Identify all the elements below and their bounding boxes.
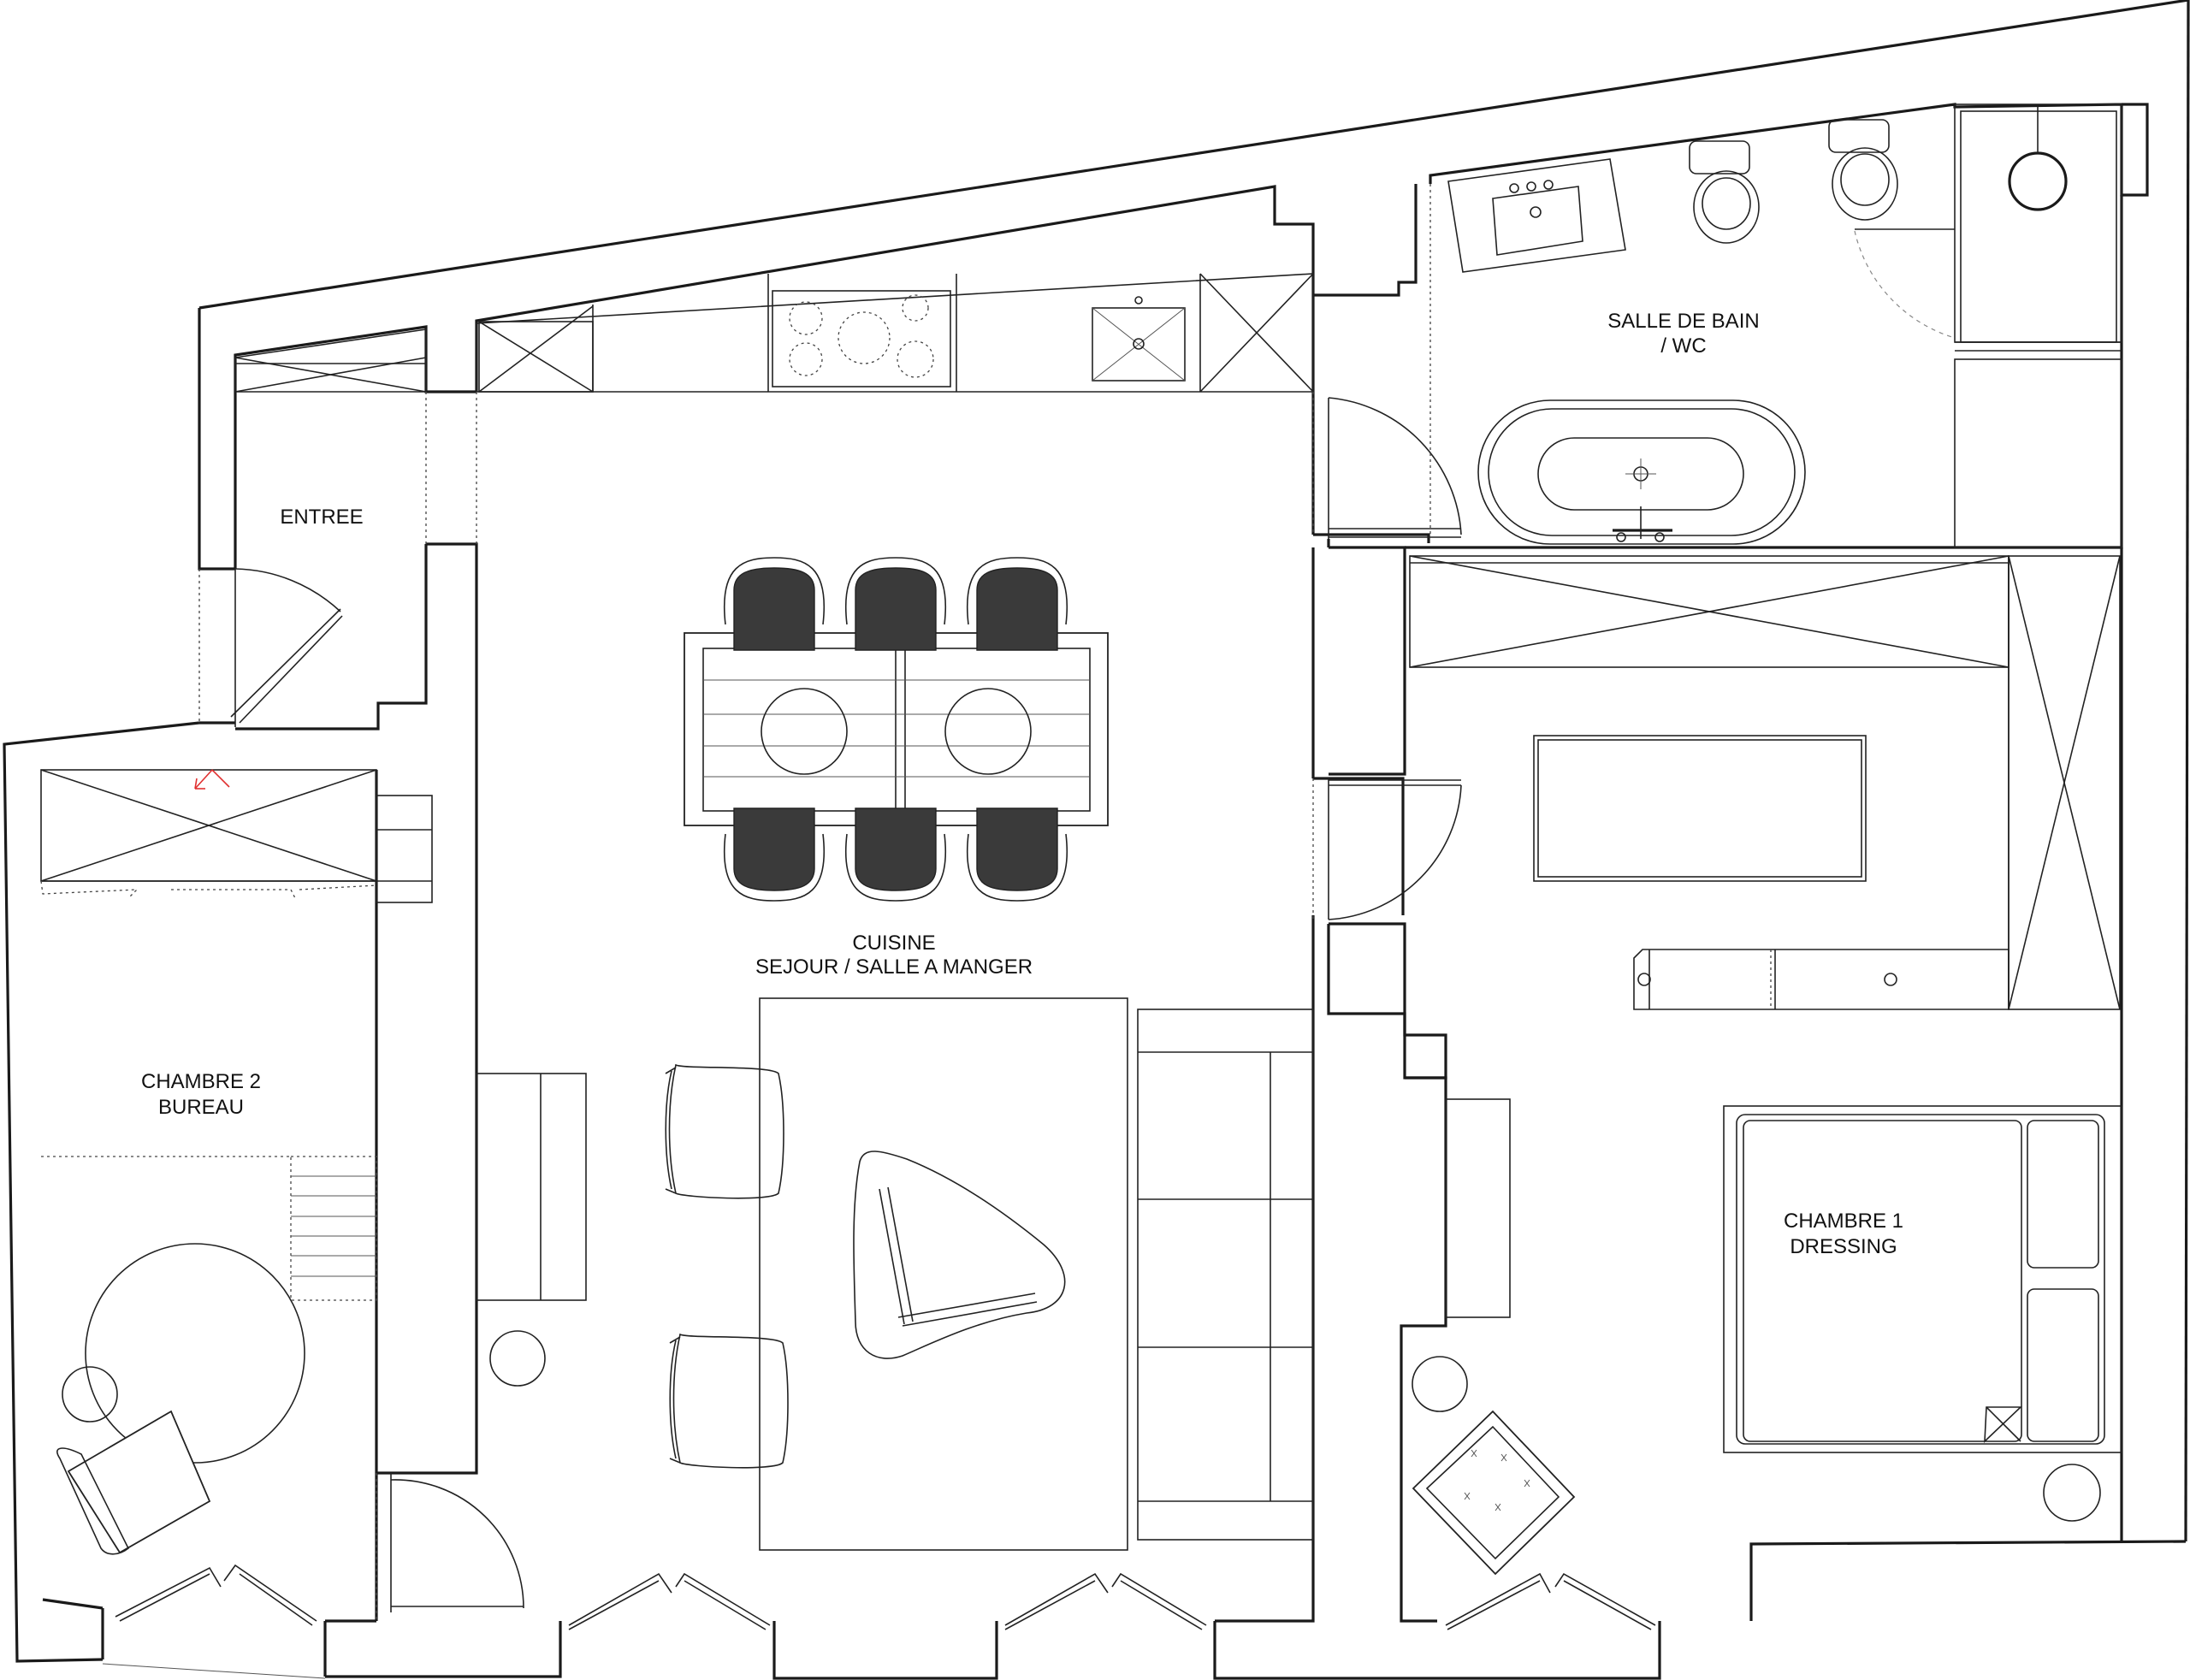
- exterior-walls: [3, 0, 2190, 1680]
- label-salle-de-bain: SALLE DE BAIN: [1607, 310, 1759, 333]
- label-sejour: SEJOUR / SALLE A MANGER: [755, 955, 1033, 979]
- armchair-icon: [1412, 1410, 1576, 1576]
- rug: [759, 997, 1128, 1551]
- label-entree: ENTREE: [280, 506, 363, 529]
- label-wc: / WC: [1660, 334, 1706, 358]
- dining-table: [684, 632, 1109, 826]
- chair-icon: [966, 557, 1068, 651]
- lounge-chair-icon: [56, 1410, 211, 1555]
- windows: [115, 1564, 1656, 1630]
- bath-door: [1312, 397, 1462, 539]
- chambre2-furniture: [40, 769, 433, 1555]
- armchair-icon: [665, 1063, 784, 1199]
- toilet-icon: [1689, 140, 1760, 244]
- sofa-icon: [1137, 1009, 1314, 1541]
- entree-closet: [234, 328, 427, 393]
- kitchen-counter: [425, 273, 1314, 544]
- chair-icon: [966, 807, 1068, 902]
- kitchen-sink-icon: [1092, 296, 1186, 382]
- bathroom-fixtures: [1429, 104, 2122, 548]
- cooktop-icon: [772, 290, 951, 387]
- armchair-icon: [669, 1333, 789, 1469]
- label-bureau: BUREAU: [158, 1096, 244, 1119]
- coffee-table: [853, 1151, 1066, 1359]
- toilet-icon: [1828, 119, 1898, 221]
- window-sejour-2: [1004, 1572, 1207, 1630]
- chair-icon: [844, 807, 947, 902]
- window-chambre2: [115, 1564, 317, 1626]
- room-labels: ENTREE CUISINE SEJOUR / SALLE A MANGER S…: [141, 310, 1903, 1258]
- side-cabinet: [476, 1073, 587, 1301]
- dining-chairs: [723, 557, 1068, 902]
- chair-icon: [844, 557, 947, 651]
- label-chambre1: CHAMBRE 1: [1784, 1210, 1903, 1233]
- chambre1-door: [1312, 778, 1462, 920]
- living-area: [476, 997, 1314, 1551]
- sejour-left-door: [376, 1473, 524, 1621]
- label-chambre2: CHAMBRE 2: [141, 1070, 261, 1093]
- red-marker-icon: [194, 769, 230, 790]
- doors: [198, 230, 1956, 1621]
- window-sejour-1: [568, 1572, 771, 1630]
- shower-icon: [1855, 104, 2122, 548]
- window-chambre1: [1445, 1572, 1656, 1630]
- bathtub-icon: [1477, 399, 1806, 545]
- stairs-icon: [290, 1156, 377, 1301]
- label-dressing: DRESSING: [1790, 1235, 1897, 1258]
- interior-walls: [42, 195, 2123, 1623]
- chambre1-furniture: [1409, 555, 2122, 1576]
- chair-icon: [723, 807, 826, 902]
- chair-icon: [723, 557, 826, 651]
- entree-door: [198, 568, 343, 727]
- side-table: [489, 1330, 546, 1387]
- vanity-sink-icon: [1447, 158, 1626, 273]
- label-cuisine: CUISINE: [852, 932, 935, 955]
- bed-icon: [1723, 1105, 2122, 1453]
